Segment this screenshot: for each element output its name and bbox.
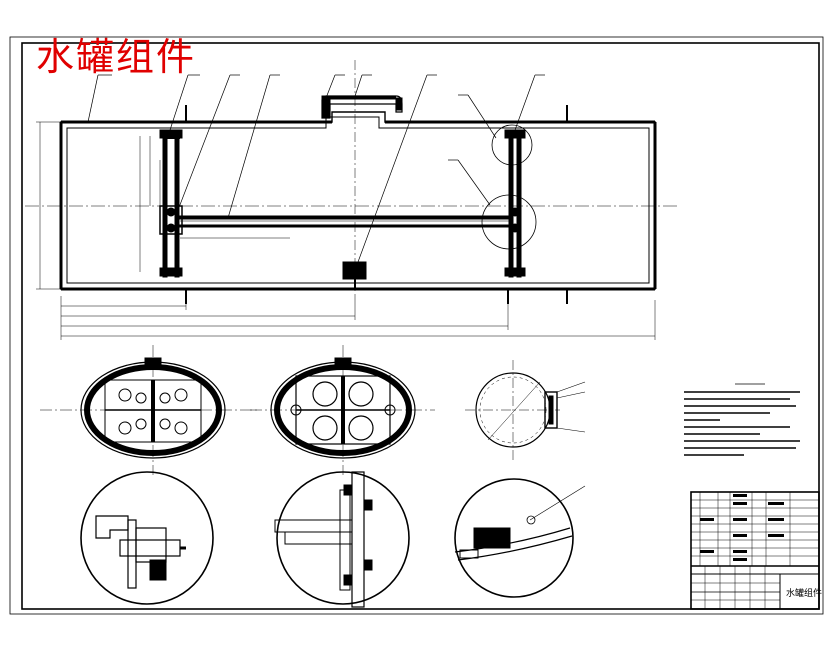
title-block-drawing-name: 水罐组件 [786,587,822,599]
section-view-2 [250,345,435,475]
tank-front-view [25,60,680,340]
section-view-1 [40,345,260,475]
detail-view-3 [454,478,586,598]
drawing-title: 水罐组件 [36,35,197,79]
detail-view-2 [274,471,410,608]
detail-view-1 [80,471,214,605]
outer-frame [9,36,824,615]
manhole-view [465,360,586,460]
title-block: 水罐组件 [690,491,822,610]
technical-notes [684,383,800,456]
inner-frame [21,42,820,610]
